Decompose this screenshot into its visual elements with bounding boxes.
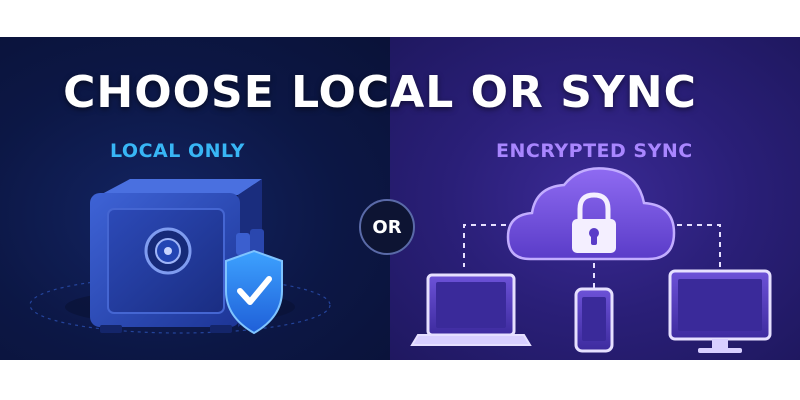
- banner: CHOOSE LOCAL OR SYNC LOCAL ONLY ENCRYPTE…: [0, 37, 800, 360]
- or-badge: OR: [359, 199, 415, 255]
- phone-icon: [574, 287, 614, 353]
- safe-icon: [29, 179, 331, 334]
- monitor-icon: [668, 269, 772, 353]
- encrypted-sync-label: ENCRYPTED SYNC: [496, 140, 693, 162]
- page-title: CHOOSE LOCAL OR SYNC: [63, 67, 697, 118]
- laptop-icon: [410, 273, 532, 346]
- sync-connections: [463, 224, 721, 289]
- shield-check-icon: [225, 249, 283, 335]
- illustration: [29, 167, 772, 353]
- padlock-icon: [572, 192, 616, 253]
- local-only-label: LOCAL ONLY: [110, 140, 245, 162]
- cloud-icon: [506, 167, 676, 261]
